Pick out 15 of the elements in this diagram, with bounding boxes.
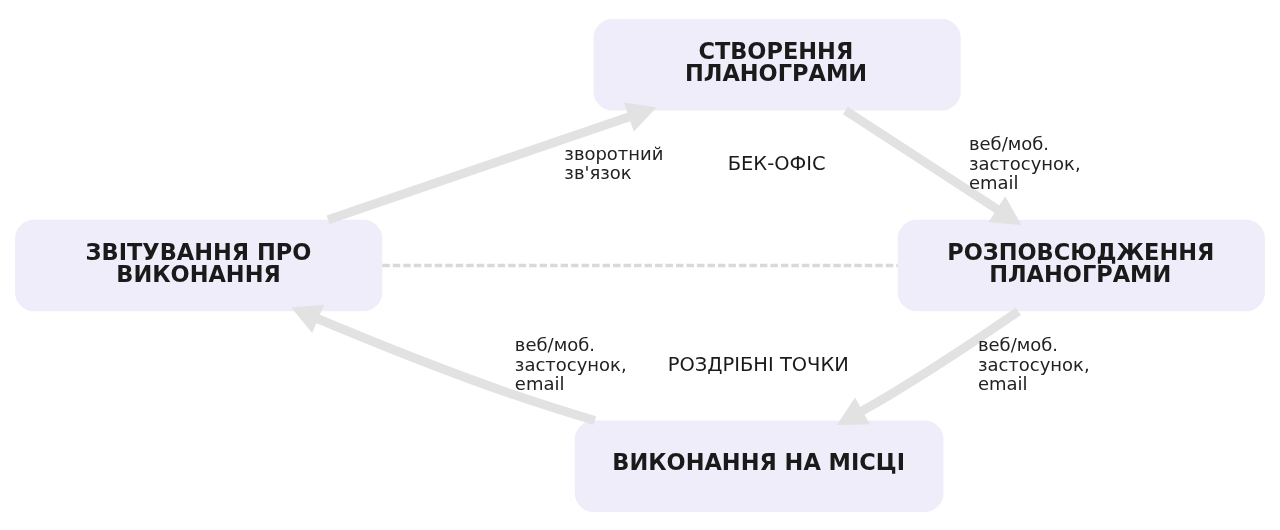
edge-label: зворотний зв'язок <box>564 142 664 183</box>
arrow <box>842 106 1022 225</box>
label: БЕК-ОФІС <box>727 151 826 175</box>
node-box: ВИКОНАННЯ НА МІСЦІ <box>574 420 944 512</box>
arrow <box>291 304 597 425</box>
connector <box>382 263 898 267</box>
arrow <box>836 307 1021 425</box>
node-box: РОЗПОВСЮДЖЕННЯ ПЛАНОГРАМИ <box>897 219 1265 311</box>
arrow <box>326 101 657 224</box>
edge-label: веб/моб. застосунок, email <box>977 333 1090 394</box>
edge-label: веб/моб. застосунок, email <box>968 132 1081 193</box>
label: РОЗДРІБНІ ТОЧКИ <box>667 352 849 376</box>
node-box: ЗВІТУВАННЯ ПРО ВИКОНАННЯ <box>15 219 383 311</box>
node-box: СТВОРЕННЯ ПЛАНОГРАМИ <box>593 18 961 110</box>
edge-label: веб/моб. застосунок, email <box>514 333 627 394</box>
